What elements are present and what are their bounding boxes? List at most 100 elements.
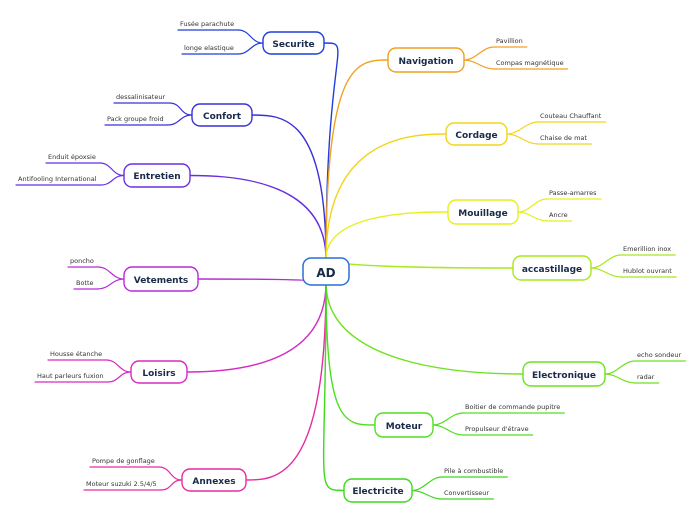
leaf-label: dessalinisateur bbox=[116, 93, 165, 101]
branch-confort[interactable]: Confort dessalinisateur Pack groupe froi… bbox=[107, 93, 253, 127]
leaf-connector bbox=[106, 371, 132, 383]
branch-label: Electronique bbox=[532, 371, 596, 381]
leaf-connector bbox=[590, 254, 622, 269]
leaf-label: Pompe de gonflage bbox=[92, 457, 155, 465]
branch-accastillage[interactable]: accastillage Emerillion inox Hublot ouvr… bbox=[512, 245, 672, 281]
branch-box bbox=[123, 163, 191, 188]
leaf-label: longe elastique bbox=[184, 44, 234, 52]
leaf-connector bbox=[604, 360, 636, 375]
leaf-connector bbox=[517, 211, 548, 222]
leaf-connector bbox=[517, 198, 548, 213]
branch-label: Confort bbox=[203, 112, 242, 122]
leaf-label: Pack groupe froid bbox=[107, 115, 164, 123]
leaf-connector bbox=[506, 121, 539, 135]
branch-box bbox=[387, 47, 465, 73]
leaf-label: Housse étanche bbox=[50, 350, 102, 358]
leaf-label: Botte bbox=[76, 279, 94, 287]
branch-annexes[interactable]: Annexes Pompe de gonflage Moteur suzuki … bbox=[86, 457, 247, 492]
branch-connector bbox=[325, 282, 376, 426]
leaf-label: Emerillion inox bbox=[623, 245, 671, 253]
leaf-label: Compas magnétique bbox=[496, 59, 564, 67]
branch-box bbox=[374, 412, 434, 438]
branch-connector bbox=[186, 282, 327, 373]
branch-connector bbox=[251, 114, 327, 260]
branch-box bbox=[522, 361, 606, 387]
leaf-label: Ancre bbox=[549, 211, 568, 219]
branch-connector bbox=[189, 174, 327, 260]
leaf-label: Pavillion bbox=[496, 37, 523, 45]
leaf-connector bbox=[97, 266, 125, 280]
leaf-connector bbox=[99, 162, 125, 177]
branch-connector bbox=[325, 133, 447, 260]
branch-box bbox=[181, 468, 247, 492]
branch-box bbox=[130, 360, 188, 384]
connectors bbox=[15, 29, 687, 500]
leaf-connector bbox=[590, 267, 622, 278]
leaf-connector bbox=[237, 42, 264, 55]
branch-box bbox=[123, 266, 199, 292]
leaf-label: Couteau Chauffant bbox=[540, 112, 602, 120]
leaf-connector bbox=[237, 29, 264, 44]
branch-electronique[interactable]: Electronique echo sondeur radar bbox=[522, 351, 681, 387]
branch-label: Annexes bbox=[192, 477, 235, 487]
leaf-connector bbox=[160, 479, 183, 491]
branch-label: Loisirs bbox=[142, 369, 175, 379]
leaf-connector bbox=[167, 114, 193, 126]
leaf-label: Pile à combustible bbox=[444, 467, 503, 475]
branch-box bbox=[512, 255, 592, 281]
leaf-label: Chaise de mat bbox=[540, 134, 587, 142]
branch-connector bbox=[325, 211, 449, 260]
leaf-label: Haut parleurs fuxion bbox=[37, 372, 104, 380]
leaf-label: Passe-amarres bbox=[549, 189, 597, 197]
branch-connector bbox=[322, 282, 345, 492]
branch-label: Mouillage bbox=[458, 209, 507, 219]
branch-connector bbox=[325, 258, 514, 269]
leaf-label: Moteur suzuki 2.5/4/5 bbox=[86, 480, 157, 488]
branch-loisirs[interactable]: Loisirs Housse étanche Haut parleurs fux… bbox=[37, 350, 188, 384]
branch-moteur[interactable]: Moteur Boitier de commande pupitre Propu… bbox=[374, 403, 560, 438]
branch-entretien[interactable]: Entretien Enduit époxsie Antifooling Int… bbox=[18, 153, 191, 188]
leaf-connector bbox=[463, 46, 495, 61]
central-topic-box bbox=[302, 257, 350, 286]
branch-box bbox=[445, 122, 508, 146]
leaf-label: poncho bbox=[70, 257, 94, 265]
leaf-connector bbox=[432, 424, 464, 436]
leaf-connector bbox=[604, 373, 636, 384]
branch-label: Moteur bbox=[386, 422, 423, 432]
branch-electricite[interactable]: Electricite Pile à combustible Convertis… bbox=[343, 467, 503, 503]
leaf-connector bbox=[100, 174, 125, 186]
leaf-label: echo sondeur bbox=[637, 351, 681, 359]
leaf-connector bbox=[463, 59, 495, 70]
leaf-label: Enduit époxsie bbox=[48, 153, 96, 161]
branch-label: Electricite bbox=[352, 487, 403, 497]
leaf-label: Antifooling International bbox=[18, 175, 97, 183]
branch-vetements[interactable]: Vetements poncho Botte bbox=[70, 257, 199, 292]
branch-navigation[interactable]: Navigation Pavillion Compas magnétique bbox=[387, 37, 564, 73]
branch-label: Entretien bbox=[133, 172, 180, 182]
leaf-connector bbox=[411, 489, 443, 500]
branch-cordage[interactable]: Cordage Couteau Chauffant Chaise de mat bbox=[445, 112, 602, 146]
branch-box bbox=[191, 103, 253, 127]
leaf-connector bbox=[96, 278, 125, 290]
central-topic[interactable]: AD bbox=[302, 257, 350, 286]
branch-box bbox=[447, 199, 519, 225]
branch-label: Securite bbox=[272, 40, 314, 50]
branch-mouillage[interactable]: Mouillage Passe-amarres Ancre bbox=[447, 189, 597, 225]
leaf-connector bbox=[168, 102, 193, 116]
branch-connector bbox=[325, 282, 524, 375]
branch-connector bbox=[325, 59, 389, 260]
leaf-connector bbox=[506, 133, 539, 145]
leaf-connector bbox=[432, 412, 464, 426]
leaf-label: Hublot ouvrant bbox=[623, 267, 672, 275]
central-topic-label: AD bbox=[316, 266, 335, 280]
branch-label: Vetements bbox=[134, 276, 189, 286]
leaf-label: Convertisseur bbox=[444, 489, 489, 497]
leaf-connector bbox=[411, 476, 443, 492]
branch-label: Cordage bbox=[455, 131, 497, 141]
leaf-label: radar bbox=[637, 373, 655, 381]
branch-securite[interactable]: Securite Fusée parachute longe elastique bbox=[180, 20, 325, 55]
branch-box bbox=[343, 478, 413, 503]
leaf-connector bbox=[105, 359, 132, 373]
